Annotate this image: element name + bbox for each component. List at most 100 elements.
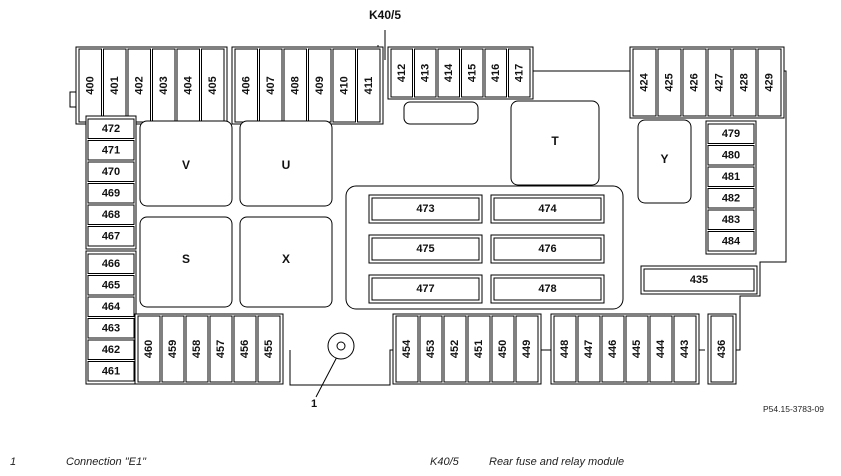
relay-label-474: 474 (538, 203, 557, 215)
relay-label-V: V (182, 158, 190, 172)
fuse-label-467: 467 (102, 230, 120, 242)
fuse-471 (87, 140, 135, 161)
fuse-463 (87, 318, 135, 339)
fuse-470 (87, 161, 135, 182)
fuse-label-446: 446 (607, 340, 619, 358)
fuse-436 (710, 315, 734, 383)
fuse-417 (508, 48, 531, 98)
module-label-k40-5: K40/5 (369, 8, 401, 22)
fuse-428 (732, 48, 757, 117)
fuse-label-468: 468 (102, 209, 120, 221)
fuse-label-449: 449 (521, 340, 533, 358)
fuse-label-453: 453 (425, 340, 437, 358)
fuse-label-400: 400 (84, 76, 96, 94)
fuse-453 (419, 315, 443, 383)
fuse-label-445: 445 (631, 340, 643, 358)
fuse-450 (491, 315, 515, 383)
fuse-445 (625, 315, 649, 383)
fuse-label-459: 459 (167, 340, 179, 358)
legend-key-2: K40/5 (430, 456, 459, 468)
fuse-402 (127, 48, 151, 123)
fuse-413 (414, 48, 437, 98)
fuse-469 (87, 183, 135, 204)
fuse-447 (577, 315, 601, 383)
fuse-449 (515, 315, 539, 383)
relay-label-473: 473 (416, 203, 434, 215)
relay-label-476: 476 (538, 243, 556, 255)
relay-label-U: U (282, 158, 291, 172)
relay-label-T: T (551, 134, 559, 148)
fuse-label-457: 457 (215, 340, 227, 358)
fuse-467 (87, 226, 135, 247)
fuse-415 (461, 48, 484, 98)
fuse-414 (437, 48, 460, 98)
fuse-483 (707, 209, 755, 230)
fuse-label-406: 406 (240, 76, 252, 94)
fuse-label-471: 471 (102, 144, 120, 156)
fuse-label-407: 407 (265, 76, 277, 94)
fuse-label-444: 444 (655, 339, 667, 358)
fuse-446 (601, 315, 625, 383)
fuse-label-409: 409 (314, 76, 326, 94)
fuse-label-408: 408 (289, 76, 301, 94)
fuse-482 (707, 188, 755, 209)
fuse-label-448: 448 (559, 340, 571, 358)
fuse-label-470: 470 (102, 166, 120, 178)
fuse-426 (682, 48, 707, 117)
fuse-411 (357, 48, 381, 123)
fuse-label-425: 425 (664, 73, 676, 91)
connection-e1-bolt (336, 341, 346, 351)
fuse-464 (87, 296, 135, 317)
relay-label-S: S (182, 252, 190, 266)
fuse-label-427: 427 (714, 73, 726, 91)
fuse-label-462: 462 (102, 344, 120, 356)
reference-code: P54.15-3783-09 (763, 404, 824, 414)
fuse-480 (707, 145, 755, 166)
fuse-label-452: 452 (449, 340, 461, 358)
fuse-label-472: 472 (102, 123, 120, 135)
fuse-461 (87, 361, 135, 382)
fuse-465 (87, 275, 135, 296)
relay-label-477: 477 (416, 283, 434, 295)
fuse-label-450: 450 (497, 340, 509, 358)
fuse-462 (87, 339, 135, 360)
relay-label-478: 478 (538, 283, 556, 295)
fuse-label-454: 454 (401, 339, 413, 358)
fuse-468 (87, 204, 135, 225)
fuse-label-456: 456 (239, 340, 251, 358)
fuse-412 (390, 48, 413, 98)
fuse-444 (649, 315, 673, 383)
fuse-416 (484, 48, 507, 98)
fuse-451 (467, 315, 491, 383)
fuse-label-435: 435 (690, 274, 708, 286)
fuse-label-479: 479 (722, 128, 740, 140)
fuse-label-443: 443 (679, 340, 691, 358)
fuse-443 (673, 315, 697, 383)
fuse-435 (643, 268, 755, 292)
fuse-label-463: 463 (102, 322, 120, 334)
fuse-label-412: 412 (396, 64, 408, 82)
fuse-label-455: 455 (263, 340, 275, 358)
fuse-label-466: 466 (102, 258, 120, 270)
callout-1: 1 (311, 398, 317, 410)
fuse-452 (443, 315, 467, 383)
legend-text-2: Rear fuse and relay module (489, 456, 625, 468)
fuse-label-402: 402 (133, 76, 145, 94)
legend-key-1: 1 (10, 456, 17, 468)
fuse-label-424: 424 (639, 72, 651, 91)
fuse-label-458: 458 (191, 340, 203, 358)
fuse-458 (185, 315, 209, 383)
fuse-448 (553, 315, 577, 383)
fuse-label-410: 410 (338, 76, 350, 94)
fuse-410 (332, 48, 356, 123)
relay-block-Y (637, 119, 692, 204)
fuse-label-429: 429 (764, 73, 776, 91)
fuse-label-405: 405 (207, 76, 219, 94)
fuse-427 (707, 48, 732, 117)
slot-outline (403, 101, 479, 125)
fuse-label-414: 414 (443, 63, 455, 82)
fuse-label-417: 417 (513, 64, 525, 82)
fuse-label-428: 428 (739, 73, 751, 91)
relay-label-Y: Y (660, 152, 668, 166)
fuse-label-413: 413 (419, 64, 431, 82)
